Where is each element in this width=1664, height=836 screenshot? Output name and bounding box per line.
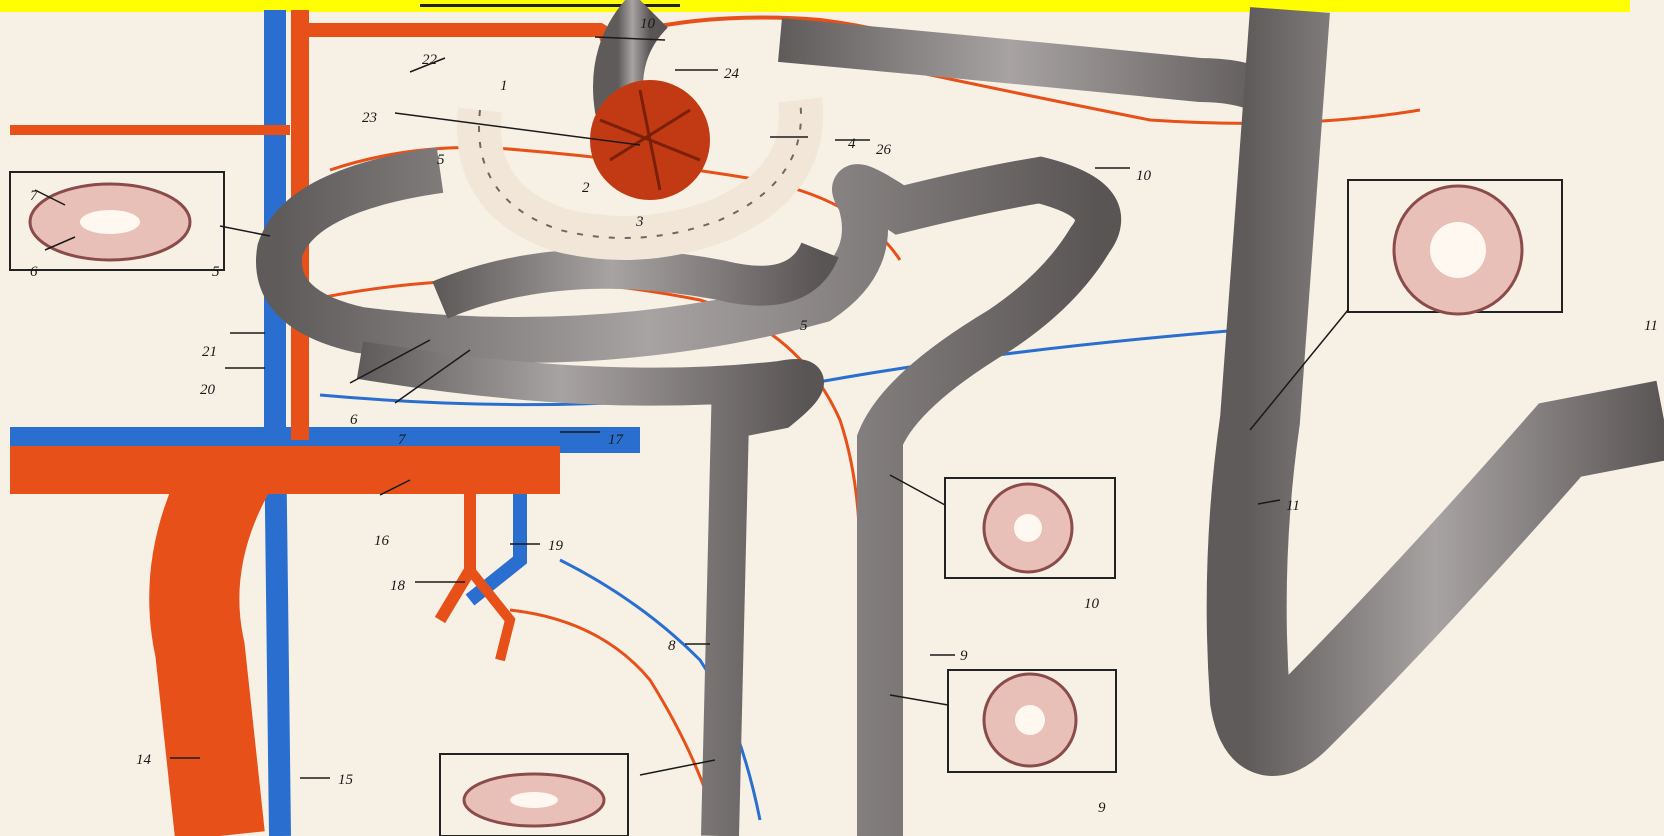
label-24: 24 xyxy=(724,66,740,82)
label-5a: 5 xyxy=(437,152,445,168)
label-21: 21 xyxy=(202,344,217,360)
label-11a: 11 xyxy=(1644,318,1658,334)
label-5c: 5 xyxy=(800,318,808,334)
label-3: 3 xyxy=(635,214,644,230)
label-9b: 9 xyxy=(1098,800,1106,816)
label-19: 19 xyxy=(548,538,564,554)
label-2: 2 xyxy=(582,180,590,196)
label-10c: 10 xyxy=(1084,596,1100,612)
label-26: 26 xyxy=(876,142,892,158)
label-1: 1 xyxy=(500,78,508,94)
label-17: 17 xyxy=(608,432,625,448)
label-20: 20 xyxy=(200,382,216,398)
label-23: 23 xyxy=(362,110,377,126)
label-11b: 11 xyxy=(1286,498,1300,514)
label-8: 8 xyxy=(668,638,676,654)
label-5b: 5 xyxy=(212,264,220,280)
label-10a: 10 xyxy=(640,16,656,32)
label-14: 14 xyxy=(136,752,152,768)
label-22: 22 xyxy=(422,52,438,68)
label-6b: 6 xyxy=(350,412,358,428)
label-18: 18 xyxy=(390,578,406,594)
label-15: 15 xyxy=(338,772,354,788)
label-16: 16 xyxy=(374,533,390,549)
label-10b: 10 xyxy=(1136,168,1152,184)
label-9a: 9 xyxy=(960,648,968,664)
label-4: 4 xyxy=(848,136,856,152)
label-6a: 6 xyxy=(30,264,38,280)
